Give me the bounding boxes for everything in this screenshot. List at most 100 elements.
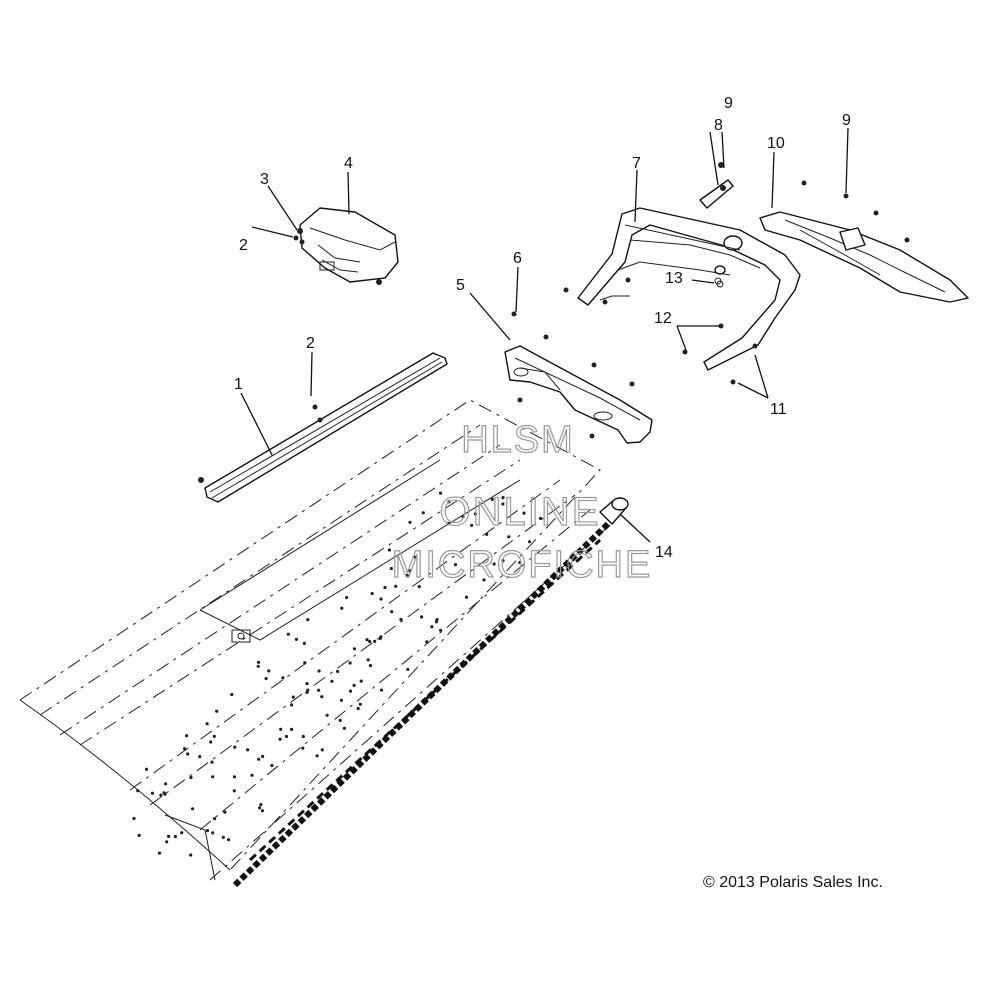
callout-12: 12 — [654, 310, 672, 327]
rivet — [413, 555, 417, 559]
rivet — [205, 829, 210, 833]
rivet — [261, 754, 265, 759]
rivet — [379, 597, 383, 601]
callout-2-rail: 2 — [306, 335, 315, 352]
rivet — [482, 578, 486, 582]
plate-part-8 — [699, 162, 734, 209]
rivet — [317, 688, 321, 692]
rivet — [144, 767, 149, 771]
rivet — [430, 625, 434, 629]
rivet — [258, 806, 262, 810]
rivet — [352, 683, 356, 688]
rivet — [492, 562, 496, 566]
cylinder-part-14 — [599, 497, 629, 525]
rivet — [256, 664, 260, 668]
rivet — [209, 740, 213, 744]
rivet — [164, 782, 168, 786]
rivet — [257, 660, 261, 664]
callout-8: 8 — [714, 117, 723, 134]
rivet — [302, 641, 306, 646]
rivet — [464, 595, 469, 599]
callout-13: 13 — [665, 270, 683, 287]
rivet — [439, 628, 443, 632]
rivet — [345, 595, 349, 600]
rivet — [420, 615, 424, 619]
rivet — [232, 775, 237, 779]
rivet — [490, 497, 494, 501]
rivet — [447, 500, 451, 504]
rivet — [137, 833, 141, 838]
rivet — [198, 755, 202, 759]
rivet — [284, 734, 289, 739]
rivet — [159, 793, 163, 797]
rivet — [132, 816, 136, 821]
rivet — [180, 831, 184, 835]
rivet — [301, 746, 305, 750]
callout-6: 6 — [513, 250, 522, 267]
rivet — [348, 689, 353, 693]
rivet — [408, 569, 412, 573]
rivet — [425, 640, 429, 644]
rivet — [163, 792, 167, 796]
rivet — [368, 664, 373, 668]
rivet — [366, 658, 370, 662]
rivet — [438, 491, 443, 495]
rivet — [320, 748, 324, 752]
rivet — [368, 639, 372, 644]
tunnel-panel — [19, 399, 615, 888]
rivet — [233, 745, 237, 749]
rivet — [453, 563, 458, 567]
rivet — [260, 809, 264, 813]
rivet — [221, 835, 225, 840]
rivet — [191, 807, 195, 811]
rivet — [215, 709, 219, 713]
rivet — [264, 676, 268, 681]
rivet — [373, 639, 377, 644]
rivet — [205, 722, 209, 726]
callout-9-plate: 9 — [724, 95, 733, 112]
rivet — [250, 773, 254, 777]
rivet — [408, 520, 412, 524]
rivet — [303, 661, 307, 665]
rivet — [278, 737, 282, 741]
callout-labels: 1 2 2 3 4 5 6 7 8 9 9 10 11 12 13 14 — [234, 95, 851, 561]
rivet — [305, 690, 309, 695]
rivet — [527, 540, 532, 544]
watermark: HLSM ONLINE MICROFICHE — [391, 418, 651, 586]
callout-4: 4 — [344, 155, 353, 172]
rivet — [522, 511, 526, 515]
rivet — [356, 706, 360, 711]
rivet — [213, 817, 217, 821]
rivet — [447, 521, 451, 526]
rivet — [150, 791, 154, 795]
rivet — [157, 851, 162, 855]
rivet — [383, 585, 387, 590]
rivet — [389, 566, 393, 571]
rivet — [538, 516, 543, 521]
rivet — [485, 532, 489, 537]
rivet — [336, 669, 340, 674]
rivet — [189, 775, 193, 780]
rivet — [342, 726, 346, 730]
rivet — [185, 734, 189, 738]
rivet — [379, 688, 384, 692]
rivet — [290, 703, 294, 707]
rivet — [365, 638, 369, 642]
rivet — [315, 754, 319, 758]
rivet — [330, 679, 334, 683]
rivet — [211, 775, 215, 779]
rivet — [291, 695, 295, 699]
rivet — [306, 618, 310, 622]
rivet — [501, 559, 505, 563]
rivet — [405, 573, 409, 577]
rivet — [352, 647, 357, 651]
rivet — [294, 637, 298, 642]
leader-lines — [240, 127, 849, 543]
fasteners — [682, 277, 758, 385]
rivet — [518, 560, 522, 565]
rivet — [210, 760, 214, 764]
rivet — [211, 831, 215, 835]
rivet — [279, 727, 283, 732]
rivet — [435, 618, 439, 622]
rivet — [507, 535, 511, 539]
